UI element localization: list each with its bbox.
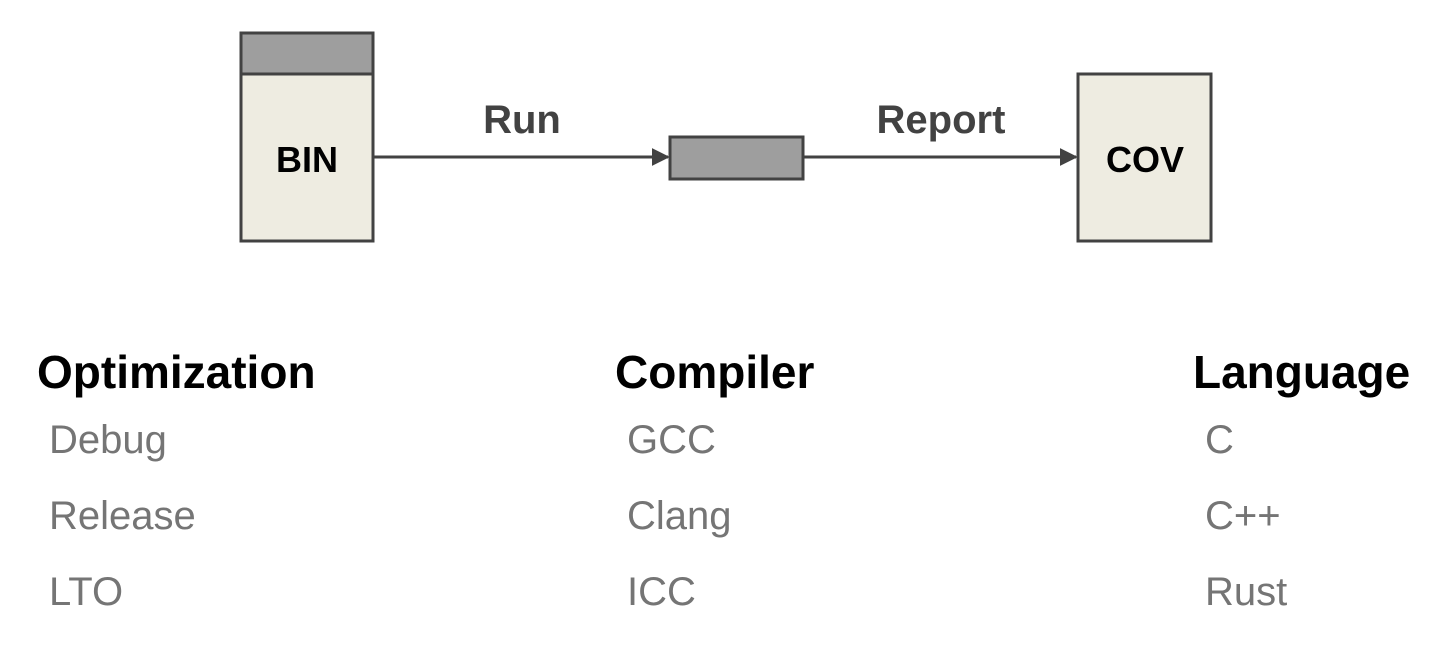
compiler-column: Compiler GCC Clang ICC [615,340,814,640]
bin-node: BIN [239,31,375,243]
cov-node-body [1076,72,1213,243]
bin-node-body [239,72,375,243]
pipeline-diagram: BIN Run Report COV [239,31,1213,243]
optimization-column: Optimization Debug Release LTO [37,340,316,640]
compiler-item-clang: Clang [627,494,732,538]
optimization-item-release: Release [49,494,196,538]
report-edge-label: Report [877,98,1006,142]
bin-node-header [239,31,375,76]
run-edge: Run [373,98,670,166]
language-item-rust: Rust [1205,570,1288,614]
language-heading: Language [1193,346,1411,398]
language-list: C C++ Rust [1205,412,1410,640]
compiler-list: GCC Clang ICC [627,412,814,640]
optimization-list: Debug Release LTO [49,412,316,640]
cov-node-label: COV [1106,139,1184,180]
optimization-item-lto: LTO [49,570,124,614]
language-item-cpp: C++ [1205,494,1281,538]
compiler-item-gcc: GCC [627,418,716,462]
report-edge: Report [803,98,1078,166]
compiler-item-icc: ICC [627,570,696,614]
compiler-heading: Compiler [615,346,815,398]
cov-node: COV [1076,72,1213,243]
intermediate-output-block [668,135,805,181]
language-item-c: C [1205,418,1234,462]
optimization-heading: Optimization [37,346,316,398]
bin-node-label: BIN [276,139,338,180]
language-column: Language C C++ Rust [1193,340,1410,640]
optimization-item-debug: Debug [49,418,167,462]
run-edge-label: Run [483,98,561,142]
